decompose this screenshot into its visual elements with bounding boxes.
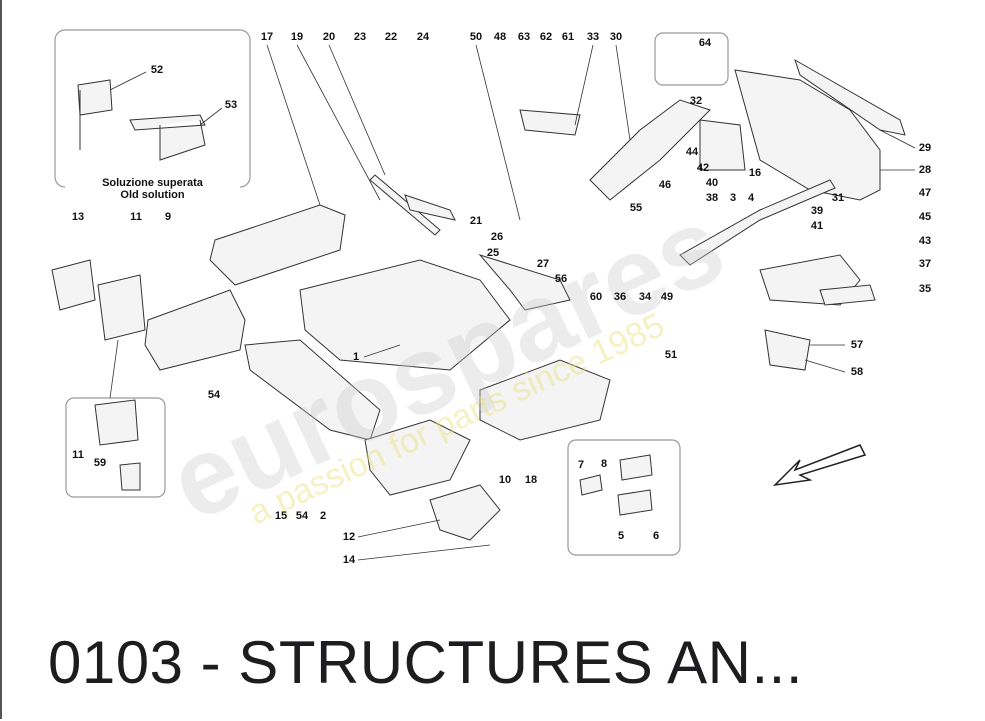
part-label-36: 36 <box>613 291 627 303</box>
parts-diagram <box>51 29 916 561</box>
inset-box-5-8 <box>567 439 681 556</box>
part-label-2: 2 <box>319 510 327 522</box>
part-label-57: 57 <box>850 339 864 351</box>
part-label-5: 5 <box>617 530 625 542</box>
part-drawings <box>51 58 906 541</box>
part-label-30: 30 <box>609 31 623 43</box>
part-label-55: 55 <box>629 202 643 214</box>
part-label-11: 11 <box>130 211 142 223</box>
part-label-61: 61 <box>561 31 575 43</box>
part-label-11: 11 <box>72 449 84 461</box>
part-label-13: 13 <box>71 211 85 223</box>
part-label-24: 24 <box>416 31 430 43</box>
part-label-28: 28 <box>918 164 932 176</box>
part-label-53: 53 <box>224 99 238 111</box>
part-label-9: 9 <box>164 211 172 223</box>
part-label-26: 26 <box>490 231 504 243</box>
part-label-1: 1 <box>352 351 360 363</box>
part-label-35: 35 <box>918 283 932 295</box>
old-solution-italian: Soluzione superata <box>102 177 203 189</box>
part-label-4: 4 <box>747 192 755 204</box>
part-label-6: 6 <box>652 530 660 542</box>
part-label-59: 59 <box>93 457 107 469</box>
part-label-18: 18 <box>524 474 538 486</box>
part-label-8: 8 <box>600 458 608 470</box>
part-label-3: 3 <box>729 192 737 204</box>
part-label-33: 33 <box>586 31 600 43</box>
part-label-29: 29 <box>918 142 932 154</box>
leader-lines <box>109 44 916 561</box>
part-label-31: 31 <box>831 192 845 204</box>
page-title: 0103 - STRUCTURES AN... <box>48 629 804 696</box>
part-label-45: 45 <box>918 211 932 223</box>
part-label-42: 42 <box>696 162 710 174</box>
part-label-21: 21 <box>469 215 483 227</box>
part-label-62: 62 <box>539 31 553 43</box>
part-label-34: 34 <box>638 291 652 303</box>
part-label-44: 44 <box>685 146 699 158</box>
part-label-23: 23 <box>353 31 367 43</box>
part-label-46: 46 <box>658 179 672 191</box>
part-label-14: 14 <box>342 554 356 566</box>
part-label-27: 27 <box>536 258 550 270</box>
part-label-39: 39 <box>810 205 824 217</box>
part-label-56: 56 <box>554 273 568 285</box>
part-label-37: 37 <box>918 258 932 270</box>
arrow-down-left-icon <box>772 444 867 487</box>
inset-box-11-59 <box>65 397 166 498</box>
part-label-20: 20 <box>322 31 336 43</box>
part-label-54: 54 <box>295 510 309 522</box>
part-label-48: 48 <box>493 31 507 43</box>
part-label-22: 22 <box>384 31 398 43</box>
part-label-43: 43 <box>918 235 932 247</box>
part-label-52: 52 <box>150 64 164 76</box>
part-label-60: 60 <box>589 291 603 303</box>
part-label-40: 40 <box>705 177 719 189</box>
part-label-58: 58 <box>850 366 864 378</box>
part-label-17: 17 <box>260 31 274 43</box>
part-label-7: 7 <box>577 459 585 471</box>
part-label-19: 19 <box>290 31 304 43</box>
part-label-63: 63 <box>517 31 531 43</box>
part-label-10: 10 <box>498 474 512 486</box>
part-label-47: 47 <box>918 187 932 199</box>
part-label-25: 25 <box>486 247 500 259</box>
part-label-12: 12 <box>342 531 356 543</box>
old-solution-english: Old solution <box>120 189 185 201</box>
part-label-38: 38 <box>705 192 719 204</box>
inset-box-64 <box>654 32 729 86</box>
part-label-41: 41 <box>810 220 824 232</box>
part-label-49: 49 <box>660 291 674 303</box>
part-label-15: 15 <box>274 510 288 522</box>
part-label-50: 50 <box>469 31 483 43</box>
part-label-54: 54 <box>207 389 221 401</box>
part-label-16: 16 <box>748 167 762 179</box>
part-label-51: 51 <box>664 349 678 361</box>
part-label-64: 64 <box>698 37 712 49</box>
old-solution-caption: Soluzione superata Old solution <box>65 177 240 201</box>
part-label-32: 32 <box>689 95 703 107</box>
